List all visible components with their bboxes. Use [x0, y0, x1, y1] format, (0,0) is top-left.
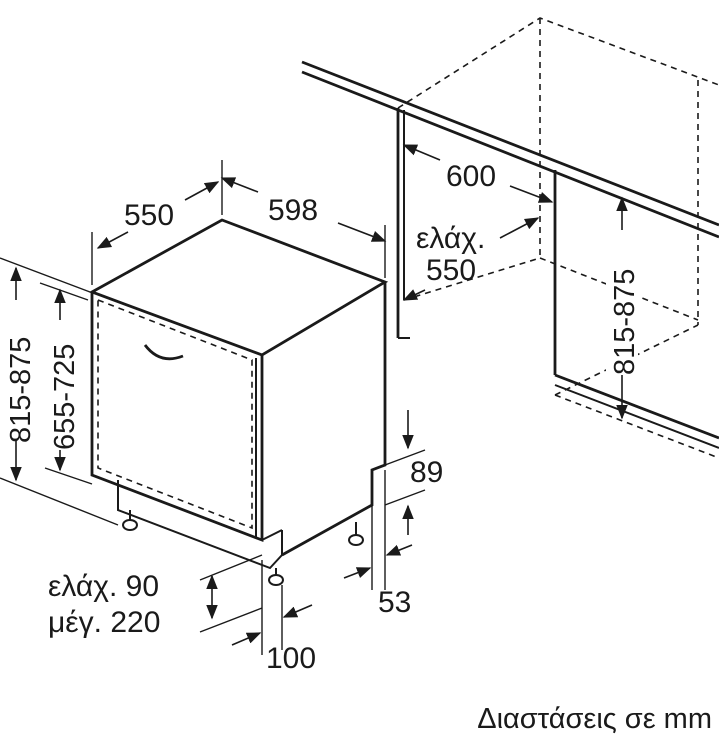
cabinet-niche — [301, 17, 719, 459]
width-dimension: 598 — [220, 160, 387, 278]
depth-dimension: 550 — [91, 181, 220, 285]
width-value: 598 — [268, 194, 318, 227]
foot-icon — [268, 574, 284, 586]
plinth-min-value: ελάχ. 90 — [48, 570, 159, 603]
plinth-max-value: μέγ. 220 — [48, 606, 160, 639]
niche-depth-label: ελάχ. — [416, 222, 485, 255]
foot-setback-dimension: 100 — [231, 560, 316, 675]
toe-kick-dimension: 53 — [343, 470, 413, 619]
height-dimensions-left: 815-875 655-725 — [0, 257, 119, 526]
niche-width-dimension: 600 — [402, 144, 554, 203]
door-handle-icon — [143, 344, 184, 361]
plinth-gap-dimension: 89 — [384, 410, 443, 535]
plinth-height-dimension: ελάχ. 90 μέγ. 220 — [48, 554, 263, 639]
niche-depth-value: 550 — [426, 254, 476, 287]
foot-setback-value: 100 — [266, 642, 316, 675]
niche-width-value: 600 — [446, 160, 496, 193]
foot-icon — [122, 519, 138, 531]
plinth-gap-value: 89 — [410, 456, 443, 489]
depth-value: 550 — [124, 199, 174, 232]
niche-height-dimension: 815-875 — [606, 196, 641, 420]
dishwasher-body — [88, 218, 389, 586]
appliance-height-value: 655-725 — [49, 344, 81, 450]
toe-kick-value: 53 — [378, 586, 411, 619]
units-caption: Διαστάσεις σε mm — [477, 703, 712, 735]
height-range-value: 815-875 — [5, 337, 37, 443]
niche-height-value: 815-875 — [609, 269, 641, 375]
foot-icon — [348, 534, 364, 546]
niche-depth-dimension: ελάχ. 550 — [402, 217, 540, 301]
